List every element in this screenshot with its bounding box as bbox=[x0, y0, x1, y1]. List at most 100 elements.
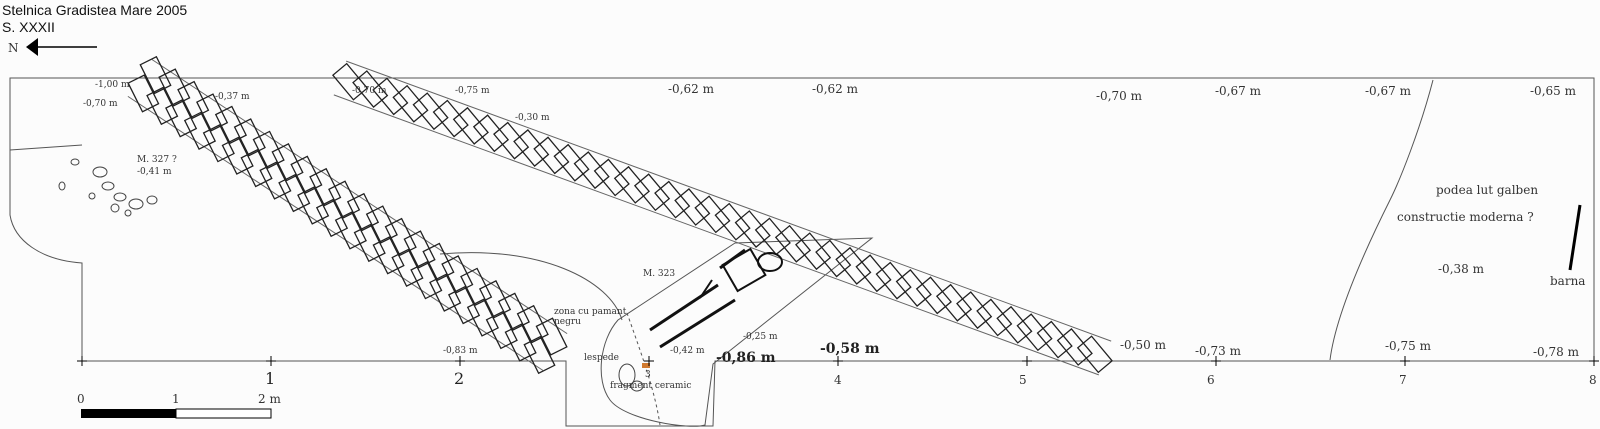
timber-frame bbox=[392, 84, 429, 123]
timber-frame bbox=[795, 232, 832, 271]
timber-frame bbox=[1076, 335, 1114, 374]
feature-label: M. 323 bbox=[643, 269, 675, 279]
depth-label: -0,25 m bbox=[743, 332, 778, 342]
axis-tick-label: 2 bbox=[454, 369, 464, 388]
zone-label: negru bbox=[554, 317, 581, 327]
timber-frame bbox=[372, 236, 405, 275]
timber-frame bbox=[714, 202, 751, 241]
stone bbox=[88, 192, 96, 200]
timber-frame bbox=[297, 186, 330, 225]
timber-frame bbox=[328, 180, 361, 219]
timber-frame bbox=[523, 335, 556, 375]
timber-frame bbox=[516, 304, 549, 344]
depth-label: -0,78 m bbox=[1533, 345, 1580, 359]
depth-label: -0,67 m bbox=[1215, 84, 1262, 98]
depth-label: -0,83 m bbox=[443, 346, 478, 356]
grave-m323-outline bbox=[600, 237, 874, 427]
timber-frame bbox=[259, 161, 292, 200]
timber-frame bbox=[278, 173, 311, 213]
timber-frame bbox=[815, 239, 852, 278]
timber-frame bbox=[391, 248, 424, 287]
timber-frame bbox=[875, 261, 912, 300]
timber-frame bbox=[593, 158, 630, 197]
timber-frame bbox=[202, 124, 235, 163]
timber-frame bbox=[422, 242, 455, 282]
stone bbox=[58, 181, 66, 191]
depth-label: -0,65 m bbox=[1530, 84, 1577, 98]
north-label: N bbox=[8, 41, 19, 55]
timber-frame bbox=[331, 62, 369, 101]
pit-boundary bbox=[9, 144, 83, 151]
timber-frame bbox=[240, 148, 273, 188]
depth-label: -0,30 m bbox=[515, 113, 550, 123]
stone bbox=[128, 198, 144, 210]
timber-frame bbox=[976, 298, 1013, 337]
scale-label: 1 bbox=[172, 392, 180, 406]
zone-label: zona cu pamant bbox=[554, 307, 627, 317]
timber-frame bbox=[485, 310, 518, 350]
timber-frame bbox=[233, 118, 266, 157]
timber-frame bbox=[252, 130, 285, 169]
timber-frame bbox=[221, 136, 254, 175]
timber-frame bbox=[996, 305, 1033, 344]
slab-label: lespede bbox=[584, 353, 619, 363]
timber-frame bbox=[334, 211, 367, 250]
depth-label: -0,62 m bbox=[668, 82, 715, 96]
depth-label: -0,67 m bbox=[1365, 84, 1412, 98]
timber-frame bbox=[158, 68, 191, 107]
timber-frame bbox=[472, 114, 510, 153]
ceramic-fragment bbox=[642, 363, 650, 368]
stone bbox=[101, 181, 115, 191]
timber-frame bbox=[177, 80, 210, 120]
section-label: S. XXXII bbox=[2, 19, 55, 35]
timber-frame bbox=[553, 143, 590, 182]
timber-frame bbox=[754, 217, 791, 256]
timber-frame bbox=[352, 70, 389, 109]
stone-slab bbox=[618, 363, 636, 387]
dark-soil-zone bbox=[439, 252, 623, 321]
depth-label: -0,70 m bbox=[1096, 89, 1143, 103]
timber-frame bbox=[384, 217, 417, 257]
stones bbox=[58, 158, 158, 217]
timber-frame bbox=[183, 111, 217, 150]
depth-label: -0,58 m bbox=[820, 341, 880, 357]
timber-frame bbox=[855, 254, 892, 293]
axis-tick-label: 1 bbox=[265, 369, 275, 388]
timber-frame bbox=[452, 106, 489, 145]
timber-frame bbox=[365, 205, 398, 244]
timber-frame bbox=[497, 292, 530, 331]
depth-label: -0,70 m bbox=[83, 99, 118, 109]
timber-frame bbox=[835, 246, 872, 285]
timber-frame bbox=[513, 129, 550, 167]
stone bbox=[70, 158, 80, 166]
timber-bands bbox=[127, 55, 1114, 376]
timber-frame bbox=[613, 165, 650, 204]
axis-tick-label: 8 bbox=[1589, 373, 1597, 387]
timber-frame bbox=[466, 298, 499, 337]
timber-frame bbox=[504, 323, 537, 362]
timber-frame bbox=[441, 255, 474, 294]
axis-tick-label: 6 bbox=[1207, 373, 1215, 387]
timber-frame bbox=[478, 280, 512, 319]
stone-slab bbox=[630, 380, 644, 392]
timber-frame bbox=[734, 210, 771, 249]
timber-frame bbox=[372, 77, 409, 116]
timber-frame bbox=[935, 283, 973, 322]
scale-label: 2 m bbox=[258, 392, 281, 406]
depth-label: -0,42 m bbox=[670, 346, 705, 356]
timber-frame bbox=[146, 86, 179, 126]
skeleton-m323 bbox=[649, 247, 783, 349]
depth-label: -0,86 m bbox=[716, 350, 776, 366]
trench-outline bbox=[9, 77, 1595, 427]
timber-frame bbox=[633, 173, 671, 212]
stone bbox=[92, 166, 108, 178]
band-edge bbox=[127, 95, 544, 371]
north-arrow-icon bbox=[26, 38, 97, 56]
beam-label: barna bbox=[1550, 274, 1585, 288]
axis-tick-label: 5 bbox=[1019, 373, 1027, 387]
timber-frame bbox=[674, 187, 711, 226]
timber-frame bbox=[493, 121, 530, 160]
feature-boundary bbox=[1329, 79, 1434, 361]
timber-frame bbox=[460, 267, 493, 306]
